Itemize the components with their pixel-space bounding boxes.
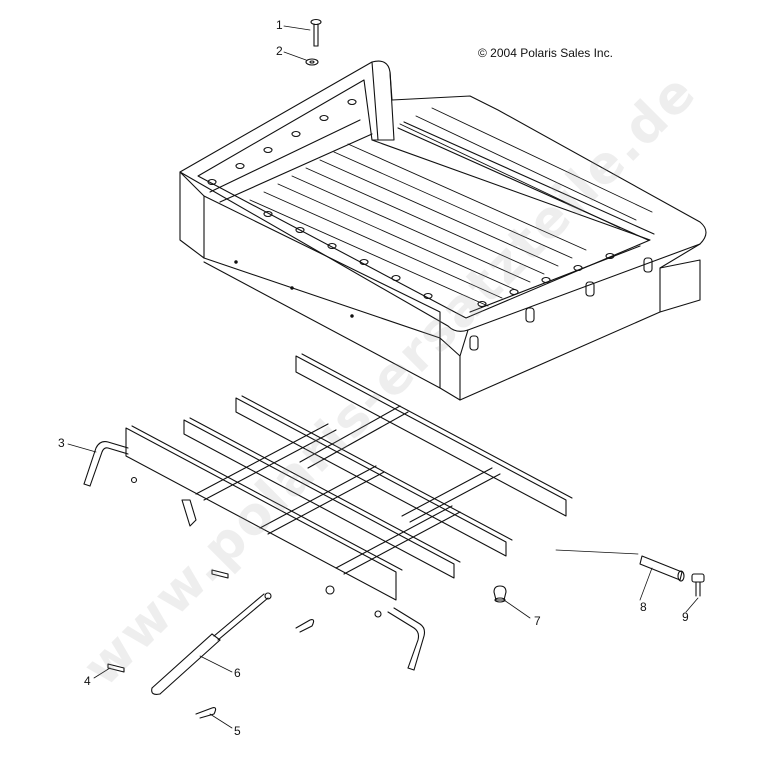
cargo-frame bbox=[125, 353, 573, 618]
floor-ribs bbox=[249, 107, 653, 307]
callout-7: 7 bbox=[534, 614, 541, 628]
callout-4: 4 bbox=[84, 674, 91, 688]
callout-9: 9 bbox=[682, 610, 689, 624]
part-5-clip bbox=[195, 619, 315, 719]
copyright-notice: © 2004 Polaris Sales Inc. bbox=[478, 46, 613, 60]
callout-3: 3 bbox=[58, 436, 65, 450]
callout-1: 1 bbox=[276, 18, 283, 32]
part-2-washer bbox=[305, 58, 319, 66]
part-1-bolt bbox=[310, 18, 322, 47]
part-7-knob bbox=[493, 585, 507, 603]
frame-rails bbox=[125, 353, 573, 601]
tie-down-loops bbox=[469, 257, 653, 351]
leader-lines bbox=[67, 25, 699, 729]
part-9-bolt bbox=[691, 573, 705, 597]
part-6-gas-strut bbox=[151, 592, 272, 695]
rim-holes bbox=[207, 98, 615, 308]
callout-6: 6 bbox=[234, 666, 241, 680]
part-3-handle-rod bbox=[83, 441, 426, 671]
callout-2: 2 bbox=[276, 44, 283, 58]
part-8-sleeve bbox=[639, 555, 685, 582]
callout-5: 5 bbox=[234, 724, 241, 738]
part-4-pin bbox=[107, 569, 229, 673]
frame-crossmembers bbox=[195, 405, 501, 575]
cargo-box bbox=[179, 60, 707, 401]
callout-8: 8 bbox=[640, 600, 647, 614]
